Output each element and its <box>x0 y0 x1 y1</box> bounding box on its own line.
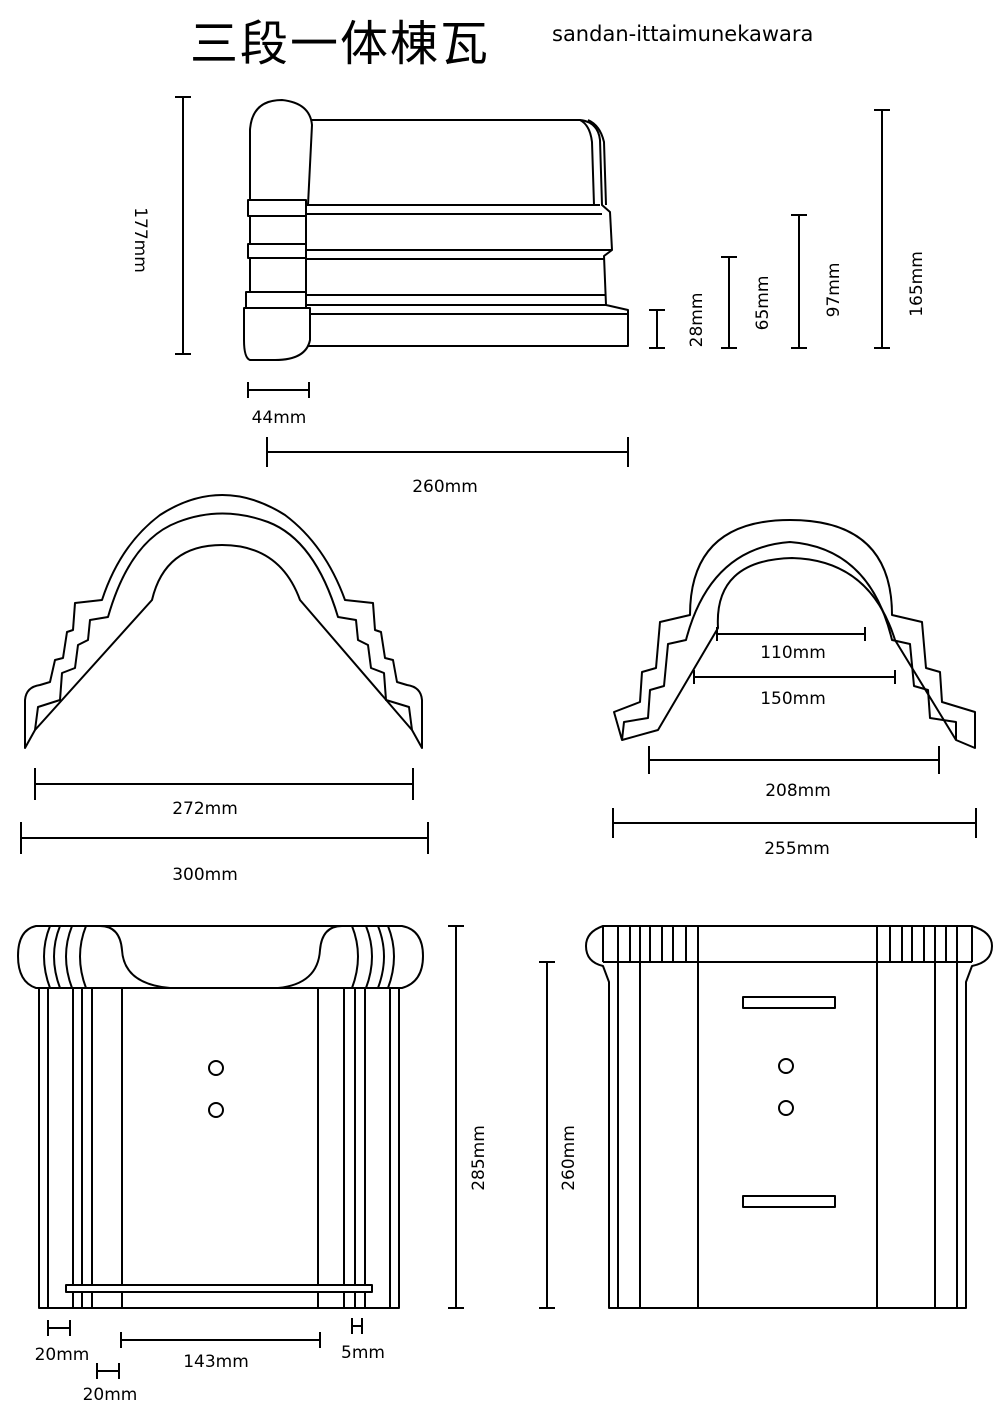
dim-260-height: 260mm <box>539 961 579 1309</box>
top-view-roll-cap-inner <box>43 925 395 989</box>
side-view-front-band <box>249 257 307 293</box>
bottom-view: 260mm <box>539 925 993 1309</box>
front-profile: 272mm 300mm <box>20 494 429 885</box>
top-view-body <box>38 984 400 1309</box>
dim-97: 97mm <box>791 214 844 349</box>
front-profile-outline <box>24 494 423 749</box>
bottom-view-slot <box>742 996 836 1009</box>
dim-165: 165mm <box>874 109 927 349</box>
dim-label-260-length: 260mm <box>412 477 478 497</box>
dim-65: 65mm <box>721 256 773 349</box>
dim-208: 208mm <box>648 746 940 801</box>
page-subtitle: sandan-ittaimunekawara <box>552 22 814 46</box>
dim-label-272: 272mm <box>172 799 238 819</box>
dim-28: 28mm <box>649 293 707 349</box>
front-profile-inner-step <box>34 512 413 731</box>
top-view: 285mm 20mm 20mm 143mm 5mm <box>17 925 489 1405</box>
dim-110: 110mm <box>716 627 866 663</box>
dim-label-208: 208mm <box>765 781 831 801</box>
side-view-front-band <box>247 199 307 217</box>
bottom-view-slot <box>742 1195 836 1208</box>
side-view-front-roll <box>249 99 313 206</box>
side-view-front-band <box>245 291 307 309</box>
dim-label-20-a: 20mm <box>35 1345 90 1365</box>
rear-profile-outline <box>613 519 976 749</box>
dim-label-255: 255mm <box>764 839 830 859</box>
dim-20-a: 20mm <box>35 1320 90 1365</box>
dim-143: 143mm <box>120 1332 321 1372</box>
dim-300: 300mm <box>20 822 429 885</box>
dim-label-97: 97mm <box>824 263 844 318</box>
bottom-view-body <box>585 925 993 1309</box>
dim-44: 44mm <box>247 382 310 428</box>
dim-label-165: 165mm <box>907 251 927 317</box>
dim-177: 177mm <box>130 96 191 355</box>
dim-label-285: 285mm <box>469 1125 489 1191</box>
dim-label-110: 110mm <box>760 643 826 663</box>
dim-label-150: 150mm <box>760 689 826 709</box>
dim-255: 255mm <box>612 808 977 859</box>
dim-20-b: 20mm <box>83 1363 138 1405</box>
top-view-bottom-bar <box>65 1284 373 1293</box>
dim-label-177: 177mm <box>130 207 150 273</box>
side-view-front-band <box>249 215 307 245</box>
dim-150: 150mm <box>693 670 896 709</box>
side-view-body <box>304 119 629 347</box>
side-view-front-band <box>247 243 307 259</box>
nail-hole <box>778 1058 794 1074</box>
dim-label-28: 28mm <box>687 293 707 348</box>
nail-hole <box>778 1100 794 1116</box>
rear-profile: 110mm 150mm 208mm 255mm <box>612 519 977 859</box>
page-title: 三段一体棟瓦 <box>190 16 491 72</box>
dim-label-260-height: 260mm <box>559 1125 579 1191</box>
top-view-roll-cap <box>17 925 424 989</box>
nail-hole <box>208 1102 224 1118</box>
dim-label-65: 65mm <box>753 276 773 331</box>
dim-label-20-b: 20mm <box>83 1385 138 1405</box>
dim-label-44: 44mm <box>252 408 307 428</box>
top-view-roll-cap-center <box>99 925 343 989</box>
dim-285: 285mm <box>448 925 489 1309</box>
side-view-flange-line <box>579 119 607 206</box>
dim-272: 272mm <box>34 768 414 819</box>
dim-label-300: 300mm <box>172 865 238 885</box>
dim-5: 5mm <box>341 1318 385 1363</box>
dim-260-length: 260mm <box>266 437 629 497</box>
side-view-front-foot <box>243 307 311 361</box>
dim-label-143: 143mm <box>183 1352 249 1372</box>
side-view: 177mm 28mm 65mm 97mm 165mm <box>130 96 927 497</box>
dim-label-5: 5mm <box>341 1343 385 1363</box>
rear-profile-inner-step <box>621 541 957 741</box>
nail-hole <box>208 1060 224 1076</box>
